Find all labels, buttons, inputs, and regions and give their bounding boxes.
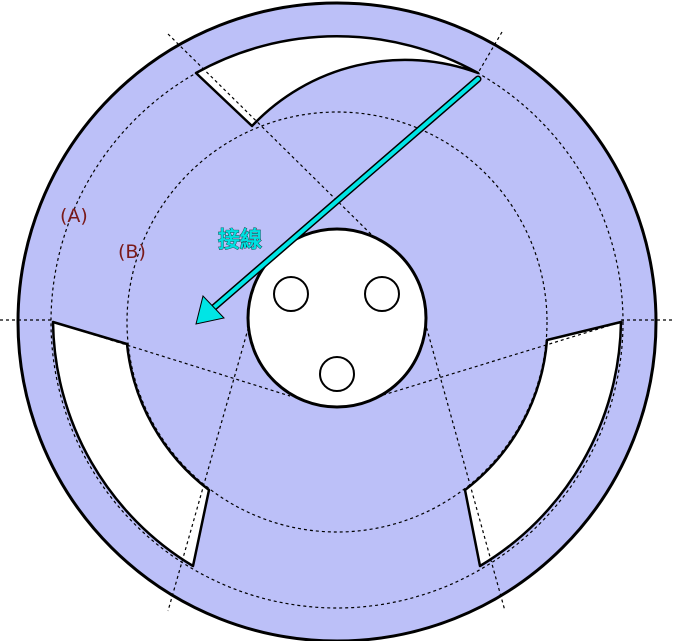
radial-guide-lines — [0, 31, 673, 612]
tangent-arrowhead — [195, 294, 225, 325]
guide-bottom-right — [424, 321, 506, 612]
dotted-circle-a — [50, 35, 624, 609]
guide-right-spoke — [379, 321, 622, 397]
label-circle-b: (B) — [118, 241, 146, 263]
window-opening-right — [463, 320, 623, 568]
guide-left-spoke — [52, 321, 291, 397]
bolt-hole-left — [273, 276, 309, 312]
dotted-circle-b — [126, 111, 548, 533]
label-circle-a: (A) — [60, 205, 88, 227]
guide-top-right — [477, 31, 503, 74]
hub — [246, 227, 428, 409]
bolt-hole-right — [364, 276, 400, 312]
tangent-arrow — [195, 75, 482, 325]
guide-bottom-left — [167, 321, 251, 612]
window-opening-left — [51, 320, 211, 568]
label-tangent: 接線 — [218, 227, 262, 253]
guide-top-left — [167, 33, 383, 246]
bolt-hole-bottom — [319, 356, 355, 392]
